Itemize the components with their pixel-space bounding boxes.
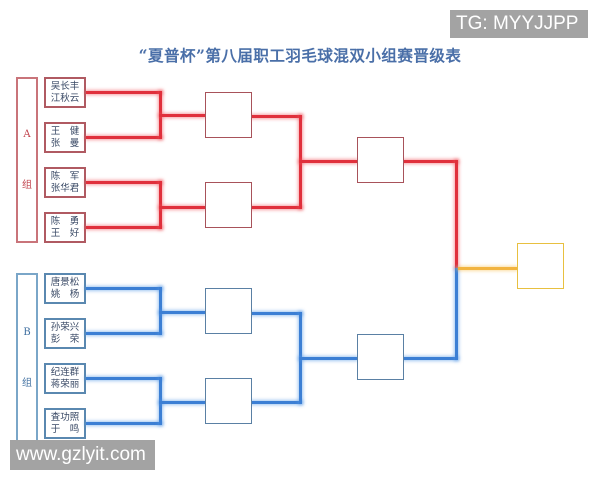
bracket-line	[86, 181, 162, 184]
round2-slot-b1[interactable]	[205, 288, 252, 334]
final-slot[interactable]	[517, 243, 564, 289]
bracket-line	[86, 332, 162, 335]
bracket-line	[455, 268, 458, 360]
bracket-line	[86, 287, 162, 290]
pair-b2[interactable]: 孙荣兴 彭 荣	[44, 318, 86, 349]
semifinal-slot-a[interactable]	[357, 137, 404, 183]
group-a-letter: A	[23, 129, 31, 140]
bracket-line	[299, 357, 357, 360]
pair-a3-player2: 张华君	[50, 182, 80, 194]
bracket-line	[159, 206, 205, 209]
group-a-label: A 组	[16, 77, 38, 243]
pair-b4-player2: 于 鸣	[50, 423, 80, 435]
bracket-line	[86, 377, 162, 380]
bracket-line	[299, 160, 357, 163]
pair-b3-player2: 蒋荣丽	[50, 378, 80, 390]
semifinal-slot-b[interactable]	[357, 334, 404, 380]
bracket-line	[251, 115, 302, 118]
bracket-line	[251, 206, 302, 209]
pair-b1[interactable]: 唐景松 姚 杨	[44, 273, 86, 304]
page-title: “夏普杯”第八届职工羽毛球混双小组赛晋级表	[138, 46, 462, 65]
pair-a4[interactable]: 陈 勇 王 好	[44, 212, 86, 243]
pair-b3[interactable]: 纪连群 蒋荣丽	[44, 363, 86, 394]
pair-b2-player2: 彭 荣	[50, 333, 80, 345]
pair-a2[interactable]: 王 健 张 曼	[44, 122, 86, 153]
bracket-line	[86, 136, 162, 139]
watermark-site: www.gzlyit.com	[10, 440, 155, 470]
final-connector	[458, 267, 517, 270]
pair-b2-player1: 孙荣兴	[50, 321, 80, 333]
bracket-line	[251, 401, 302, 404]
bracket-line	[86, 422, 162, 425]
bracket-line	[86, 226, 162, 229]
round2-slot-a1[interactable]	[205, 92, 252, 138]
pair-b3-player1: 纪连群	[50, 366, 80, 378]
watermark-tg: TG: MYYJJPP	[450, 10, 588, 38]
pair-a3[interactable]: 陈 军 张华君	[44, 167, 86, 198]
bracket-line	[455, 160, 458, 269]
round2-slot-b2[interactable]	[205, 378, 252, 424]
pair-b4-player1: 査功照	[50, 411, 80, 423]
bracket-line	[159, 114, 205, 117]
pair-a4-player2: 王 好	[50, 227, 80, 239]
bracket-line	[159, 311, 205, 314]
pair-b1-player2: 姚 杨	[50, 288, 80, 300]
bracket-line	[403, 357, 458, 360]
bracket-line	[86, 91, 162, 94]
group-b-word: 组	[22, 378, 32, 389]
pair-a1[interactable]: 吴长丰 江秋云	[44, 77, 86, 108]
pair-a3-player1: 陈 军	[50, 170, 80, 182]
pair-b4[interactable]: 査功照 于 鸣	[44, 408, 86, 439]
round2-slot-a2[interactable]	[205, 182, 252, 228]
bracket-line	[251, 312, 302, 315]
bracket-line	[159, 401, 205, 404]
pair-a1-player2: 江秋云	[50, 92, 80, 104]
bracket-line	[403, 160, 458, 163]
pair-a2-player2: 张 曼	[50, 137, 80, 149]
group-b-label: B 组	[16, 273, 38, 443]
group-a-word: 组	[22, 180, 32, 191]
pair-a2-player1: 王 健	[50, 125, 80, 137]
pair-a1-player1: 吴长丰	[50, 80, 80, 92]
group-b-letter: B	[23, 327, 31, 338]
bracket-line	[159, 181, 162, 229]
pair-a4-player1: 陈 勇	[50, 215, 80, 227]
pair-b1-player1: 唐景松	[50, 276, 80, 288]
